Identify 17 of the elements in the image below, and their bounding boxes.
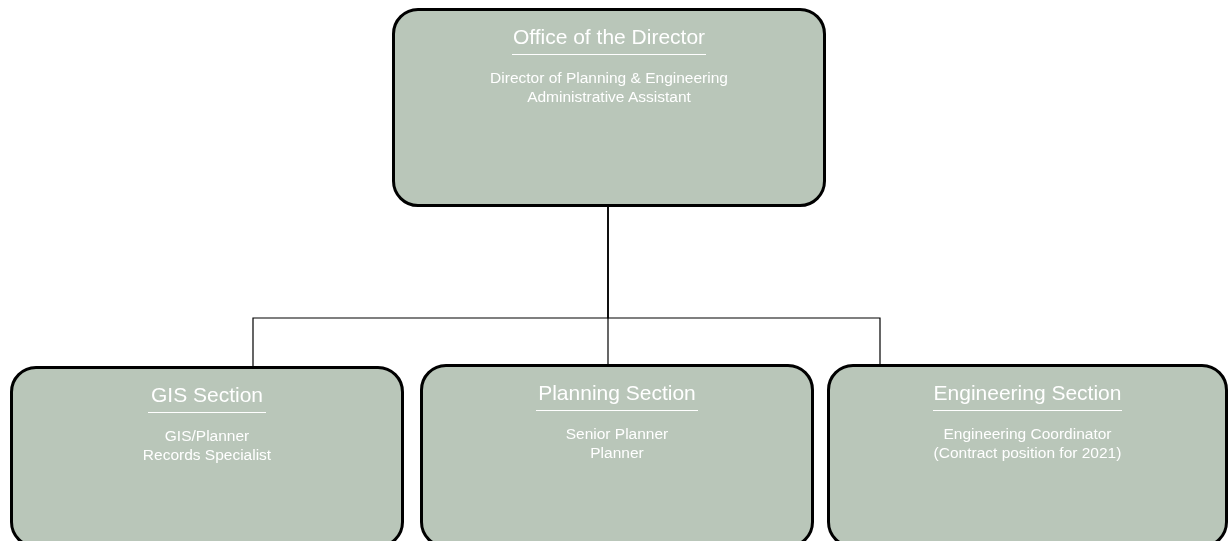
section-box <box>392 8 826 207</box>
section-box <box>827 364 1228 541</box>
role-text: Director of Planning & Engineering <box>490 68 728 87</box>
role-text: GIS/Planner <box>164 426 250 445</box>
role-text: Senior Planner <box>565 424 669 443</box>
section-title: Planning Section <box>537 380 697 406</box>
section-title: Engineering Section <box>932 380 1123 406</box>
section-box <box>420 364 814 541</box>
role-text: Engineering Coordinator <box>943 424 1112 443</box>
role-text: Administrative Assistant <box>527 87 691 106</box>
section-title: GIS Section <box>149 382 265 408</box>
role-text: Records Specialist <box>142 445 272 464</box>
connector-line <box>607 206 881 365</box>
role-text: Planner <box>590 443 644 462</box>
section-title: Office of the Director <box>511 24 707 50</box>
role-text: (Contract position for 2021) <box>933 443 1122 462</box>
section-box <box>10 366 404 541</box>
